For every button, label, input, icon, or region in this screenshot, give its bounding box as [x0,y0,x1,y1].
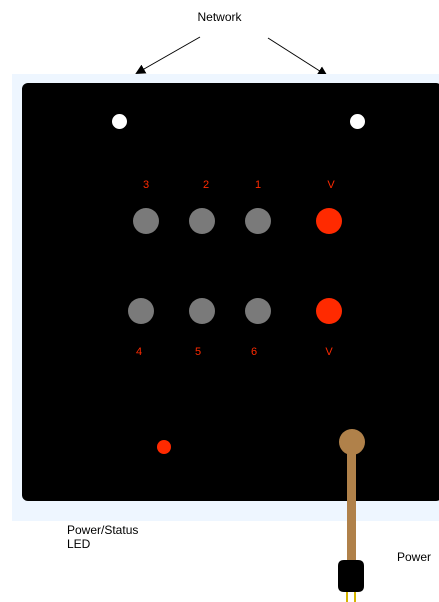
power-status-label-line2: LED [67,537,138,551]
power-status-label-line1: Power/Status [67,523,138,537]
power-status-label: Power/Status LED [67,523,138,551]
power-label: Power [397,550,431,564]
